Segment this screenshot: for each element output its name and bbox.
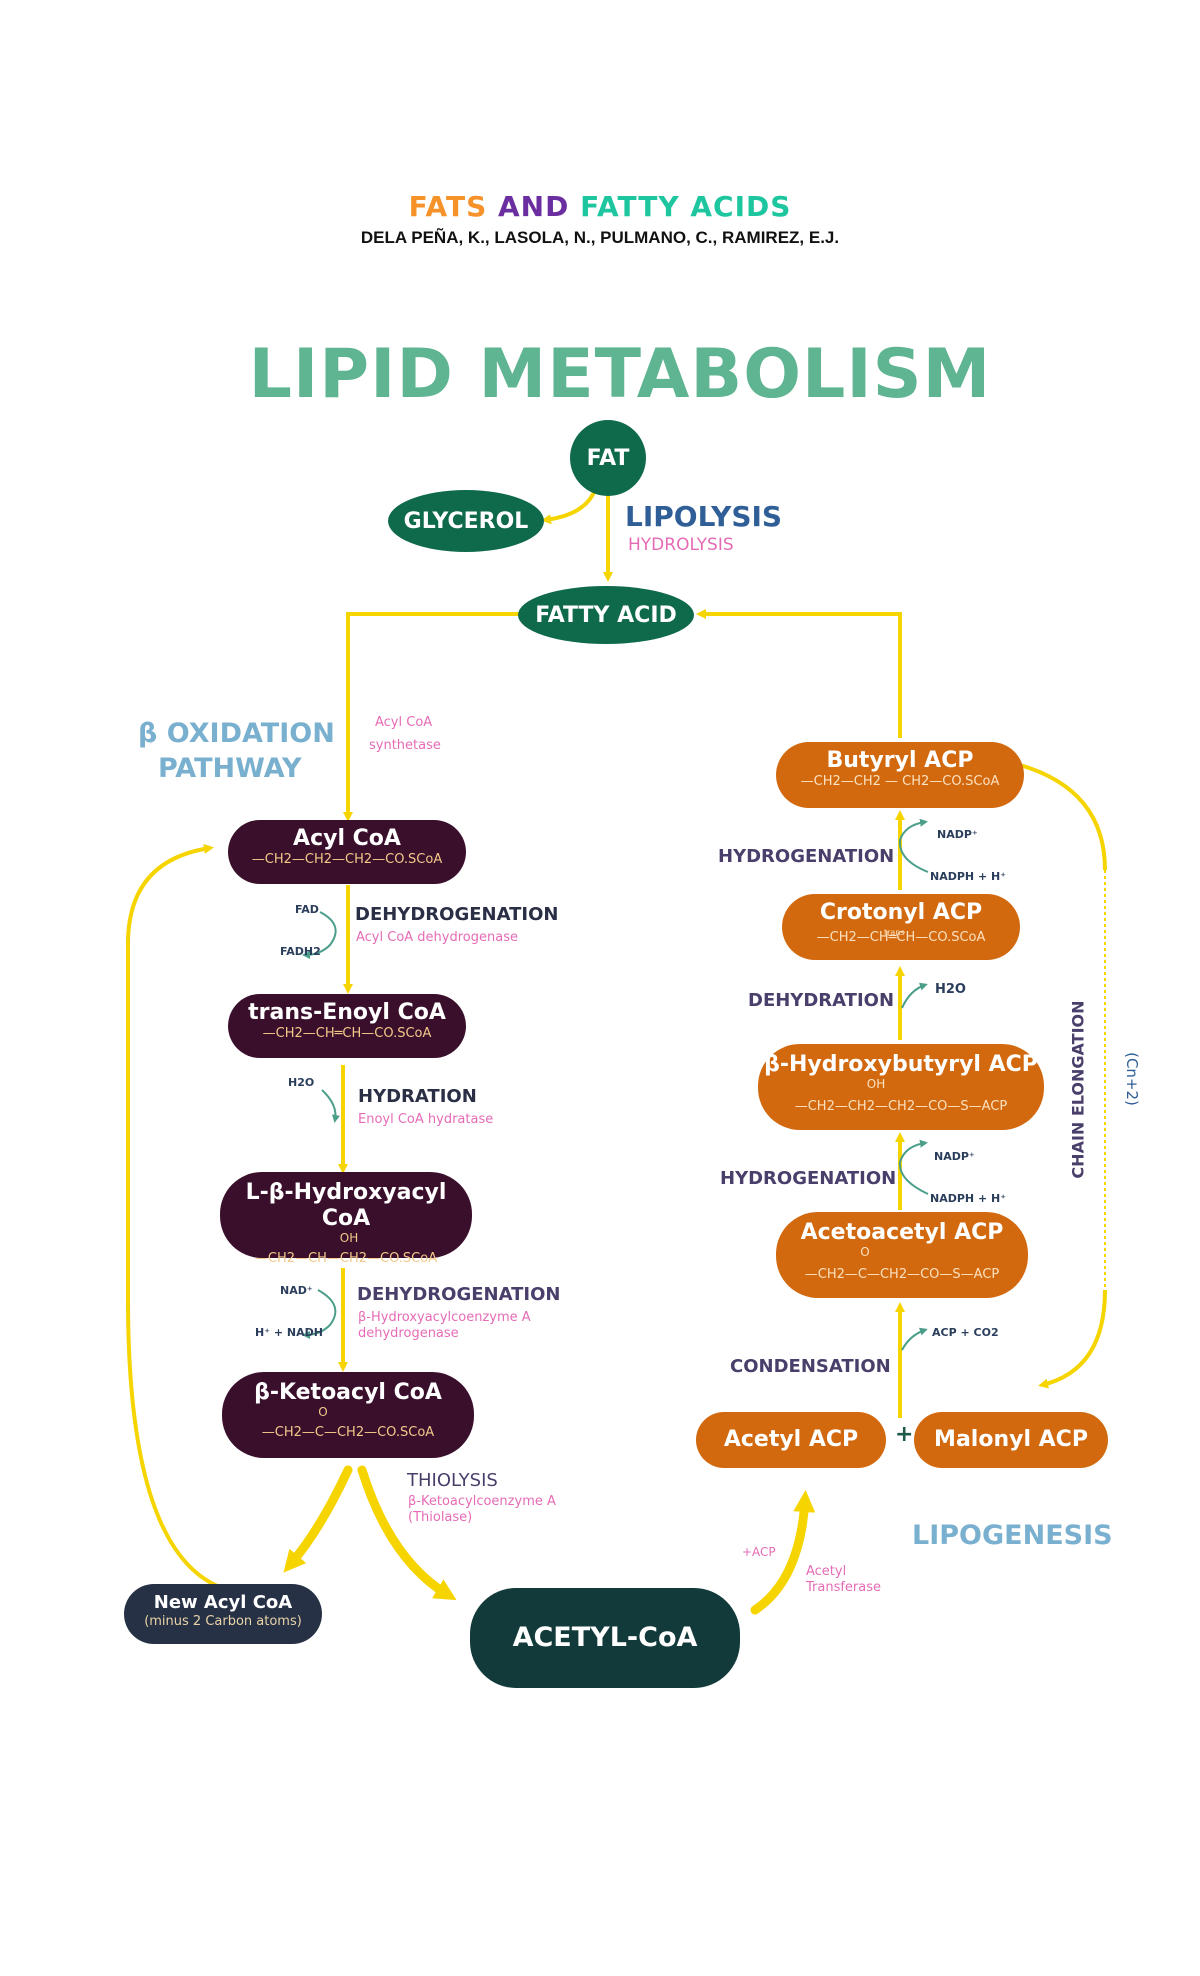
plus-sign: +: [895, 1422, 914, 1447]
step-hydration: HYDRATION: [358, 1086, 477, 1107]
beta-title-1: β OXIDATION: [138, 718, 335, 749]
butyryl-acp-node: Butyryl ACP —CH2—CH2 — CH2—CO.SCoA: [776, 742, 1024, 808]
hydroxybutyryl-formula: —CH2—CH2—CH2—CO—S—ACP: [794, 1099, 1008, 1114]
nadp-label-2: NADP⁺: [934, 1150, 975, 1163]
ketoacyl-coa-node: β-Ketoacyl CoA O —CH2—C—CH2—CO.SCoA: [222, 1372, 474, 1458]
lipolysis-label: LIPOLYSIS: [625, 500, 783, 533]
hydroxybutyryl-acp-node: β-Hydroxybutyryl ACP OH —CH2—CH2—CH2—CO—…: [758, 1044, 1044, 1130]
page-title: LIPID METABOLISM: [248, 335, 992, 414]
hydroxyacyl-enzyme-2: dehydrogenase: [358, 1326, 459, 1341]
butyryl-formula: —CH2—CH2 — CH2—CO.SCoA: [800, 774, 1000, 789]
acetyl-coa-node: ACETYL-CoA: [470, 1588, 740, 1688]
acetoacetyl-acp-node: Acetoacetyl ACP O —CH2—C—CH2—CO—S—ACP: [776, 1212, 1028, 1298]
step-condensation: CONDENSATION: [730, 1356, 891, 1377]
hydroxyacyl-enzyme-1: β-Hydroxyacylcoenzyme A: [358, 1310, 531, 1325]
crotonyl-trans: trans: [884, 928, 905, 937]
fadh2-label: FADH2: [280, 945, 321, 958]
h2o-label-beta: H2O: [288, 1076, 315, 1089]
fats-word: FATS: [408, 190, 488, 223]
cn2-label: (Cn+2): [1123, 1052, 1141, 1106]
crotonyl-acp-node: Crotonyl ACP —CH2—CH═CH—CO.SCoA trans: [782, 894, 1020, 960]
hydroxyacyl-coa-node: L-β-Hydroxyacyl CoA OH —CH2—CH—CH2—CO.SC…: [220, 1172, 472, 1266]
authors: DELA PEÑA, K., LASOLA, N., PULMANO, C., …: [360, 228, 840, 247]
acyl-coa-name: Acyl CoA: [293, 826, 401, 851]
nadph-label-1: NADPH + H⁺: [930, 870, 1007, 883]
and-word: AND: [498, 190, 570, 223]
step-hydrogenation-1: HYDROGENATION: [718, 846, 895, 867]
nadph-label-2: NADPH + H⁺: [930, 1192, 1007, 1205]
acetoacetyl-o: O: [860, 1245, 870, 1259]
trans-enoyl-name: trans-Enoyl CoA: [248, 1000, 446, 1025]
thiolysis-label: THIOLYSIS: [407, 1470, 498, 1491]
trans-enoyl-formula: —CH2—CH═CH—CO.SCoA: [262, 1026, 432, 1041]
acetoacetyl-name: Acetoacetyl ACP: [800, 1220, 1004, 1245]
butyryl-name: Butyryl ACP: [826, 748, 974, 773]
ketoacyl-name: β-Ketoacyl CoA: [254, 1380, 442, 1405]
fad-label: FAD: [295, 903, 319, 916]
h2o-label-lipo: H2O: [935, 982, 966, 997]
acyl-coa-dehydrogenase: Acyl CoA dehydrogenase: [356, 930, 518, 945]
acyl-coa-synthetase-2: synthetase: [369, 738, 441, 753]
hydroxybutyryl-oh: OH: [866, 1077, 886, 1091]
thiolase-1: β-Ketoacylcoenzyme A: [408, 1494, 556, 1509]
hydroxyacyl-oh: OH: [339, 1231, 359, 1245]
fatty-acids-word: FATTY ACIDS: [580, 190, 792, 223]
acetyl-transferase-1: Acetyl: [806, 1564, 847, 1579]
step-dehydrogenation-2: DEHYDROGENATION: [357, 1284, 561, 1305]
crotonyl-formula: —CH2—CH═CH—CO.SCoA: [816, 930, 986, 945]
trans-enoyl-coa-node: trans-Enoyl CoA —CH2—CH═CH—CO.SCoA: [228, 994, 466, 1058]
acp-in-label: +ACP: [742, 1545, 776, 1559]
thiolase-2: (Thiolase): [408, 1510, 473, 1525]
new-acyl-sub: (minus 2 Carbon atoms): [144, 1614, 302, 1629]
chain-elongation-label: CHAIN ELONGATION: [1068, 1000, 1088, 1179]
step-dehydrogenation-1: DEHYDROGENATION: [355, 904, 559, 925]
nad-label: NAD⁺: [280, 1284, 313, 1297]
header-line: FATS AND FATTY ACIDS: [0, 190, 1200, 223]
ketoacyl-o: O: [318, 1405, 328, 1419]
crotonyl-name: Crotonyl ACP: [819, 900, 983, 925]
nadp-label-1: NADP⁺: [937, 828, 978, 841]
fat-node: FAT: [570, 420, 646, 496]
hydrolysis-label: HYDROLYSIS: [628, 535, 734, 555]
acyl-coa-synthetase-1: Acyl CoA: [375, 715, 433, 730]
nadh-label: H⁺ + NADH: [255, 1326, 323, 1339]
malonyl-acp-node: Malonyl ACP: [914, 1412, 1108, 1468]
fatty-acid-node: FATTY ACID: [518, 586, 694, 644]
enoyl-coa-hydratase: Enoyl CoA hydratase: [358, 1112, 494, 1127]
lipogenesis-label: LIPOGENESIS: [912, 1520, 1113, 1551]
step-hydrogenation-2: HYDROGENATION: [720, 1168, 897, 1189]
acyl-coa-node: Acyl CoA —CH2—CH2—CH2—CO.SCoA: [228, 820, 466, 884]
new-acyl-name: New Acyl CoA: [153, 1592, 293, 1613]
step-dehydration: DEHYDRATION: [748, 990, 895, 1011]
acetoacetyl-formula: —CH2—C—CH2—CO—S—ACP: [804, 1267, 1000, 1282]
acetyl-transferase-2: Transferase: [806, 1580, 882, 1595]
beta-title-2: PATHWAY: [158, 753, 302, 784]
ketoacyl-formula: —CH2—C—CH2—CO.SCoA: [261, 1425, 435, 1440]
new-acyl-coa-node: New Acyl CoA (minus 2 Carbon atoms): [124, 1584, 322, 1644]
acp-co2-label: ACP + CO2: [932, 1326, 999, 1339]
acetyl-acp-node: Acetyl ACP: [696, 1412, 886, 1468]
acyl-coa-formula: —CH2—CH2—CH2—CO.SCoA: [251, 852, 443, 867]
hydroxyacyl-formula: —CH2—CH—CH2—CO.SCoA: [254, 1251, 438, 1266]
glycerol-node: GLYCEROL: [388, 490, 544, 552]
hydroxyacyl-name: L-β-Hydroxyacyl CoA: [245, 1180, 447, 1231]
hydroxybutyryl-name: β-Hydroxybutyryl ACP: [764, 1052, 1038, 1077]
